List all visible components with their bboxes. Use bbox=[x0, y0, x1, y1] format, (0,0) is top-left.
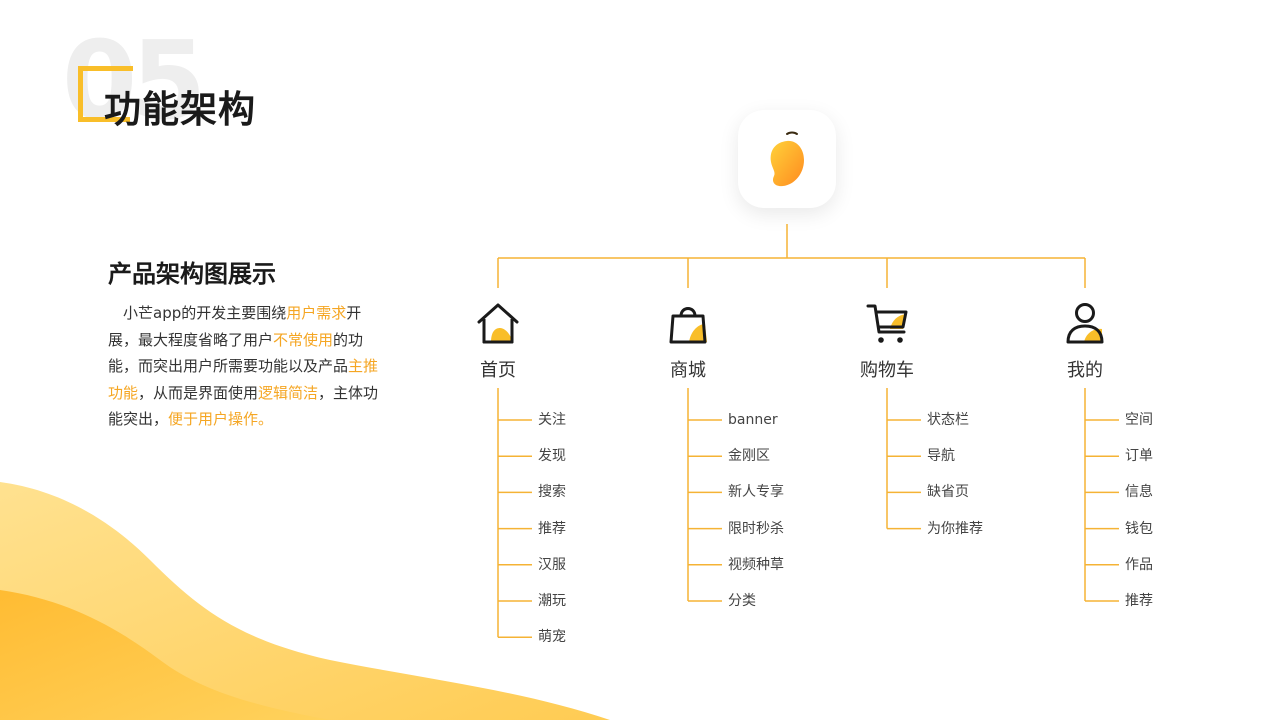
branch-label: 首页 bbox=[480, 360, 516, 381]
leaf-item: 搜索 bbox=[538, 484, 566, 501]
leaf-item: 推荐 bbox=[1125, 593, 1153, 609]
leaf-item: 萌宠 bbox=[538, 629, 566, 646]
leaf-item: 限时秒杀 bbox=[728, 520, 784, 537]
leaf-item: 导航 bbox=[927, 448, 955, 465]
section-title: 产品架构图展示 bbox=[108, 260, 276, 288]
leaf-item: 订单 bbox=[1125, 448, 1153, 465]
leaf-item: 信息 bbox=[1125, 484, 1153, 501]
home-icon bbox=[477, 303, 519, 344]
leaf-item: 金刚区 bbox=[728, 448, 770, 465]
leaf-item: 空间 bbox=[1125, 412, 1153, 428]
leaf-item: 潮玩 bbox=[538, 593, 566, 609]
highlight-text: 不常使用 bbox=[273, 330, 334, 349]
leaf-item: 缺省页 bbox=[927, 484, 969, 501]
highlight-text: 便于用户操作。 bbox=[168, 410, 274, 428]
page-title: 功能架构 bbox=[104, 88, 256, 131]
branch-label: 商城 bbox=[670, 360, 706, 381]
leaf-item: 钱包 bbox=[1125, 520, 1153, 537]
leaf-item: banner bbox=[728, 412, 778, 428]
leaf-item: 汉服 bbox=[538, 556, 566, 573]
leaf-item: 推荐 bbox=[538, 520, 566, 537]
description-text: ，主体功能突出， bbox=[108, 383, 379, 429]
mango-logo-icon bbox=[770, 131, 804, 187]
branch-label: 购物车 bbox=[860, 360, 914, 381]
leaf-item: 新人专享 bbox=[728, 484, 784, 501]
highlight-text: 逻辑简洁 bbox=[258, 383, 319, 402]
user-icon bbox=[1066, 303, 1104, 344]
leaf-item: 视频种草 bbox=[728, 556, 784, 573]
description-text: 开展，最大程度省略了用户 bbox=[108, 304, 362, 349]
leaf-item: 发现 bbox=[538, 448, 566, 465]
app-logo bbox=[738, 110, 836, 208]
leaf-item: 关注 bbox=[538, 412, 566, 428]
leaf-item: 作品 bbox=[1125, 556, 1153, 573]
leaf-item: 状态栏 bbox=[927, 412, 969, 428]
shopping-bag-icon bbox=[669, 307, 707, 344]
description-text: 小芒app的开发主要围绕 bbox=[123, 304, 287, 322]
title-bracket-decoration bbox=[78, 66, 133, 122]
branch-label: 我的 bbox=[1067, 360, 1103, 381]
leaf-item: 分类 bbox=[728, 593, 756, 609]
highlight-text: 用户需求 bbox=[286, 304, 347, 322]
leaf-item: 为你推荐 bbox=[927, 520, 983, 537]
description-text: ，从而是界面使用 bbox=[138, 383, 259, 402]
highlight-text: 主推功能 bbox=[108, 357, 379, 402]
description-text: 的功能，而突出用户所需要功能以及产品 bbox=[108, 330, 364, 376]
cart-icon bbox=[866, 304, 908, 343]
section-description: 小芒app的开发主要围绕用户需求开展，最大程度省略了用户不常使用的功能，而突出用… bbox=[108, 300, 390, 433]
